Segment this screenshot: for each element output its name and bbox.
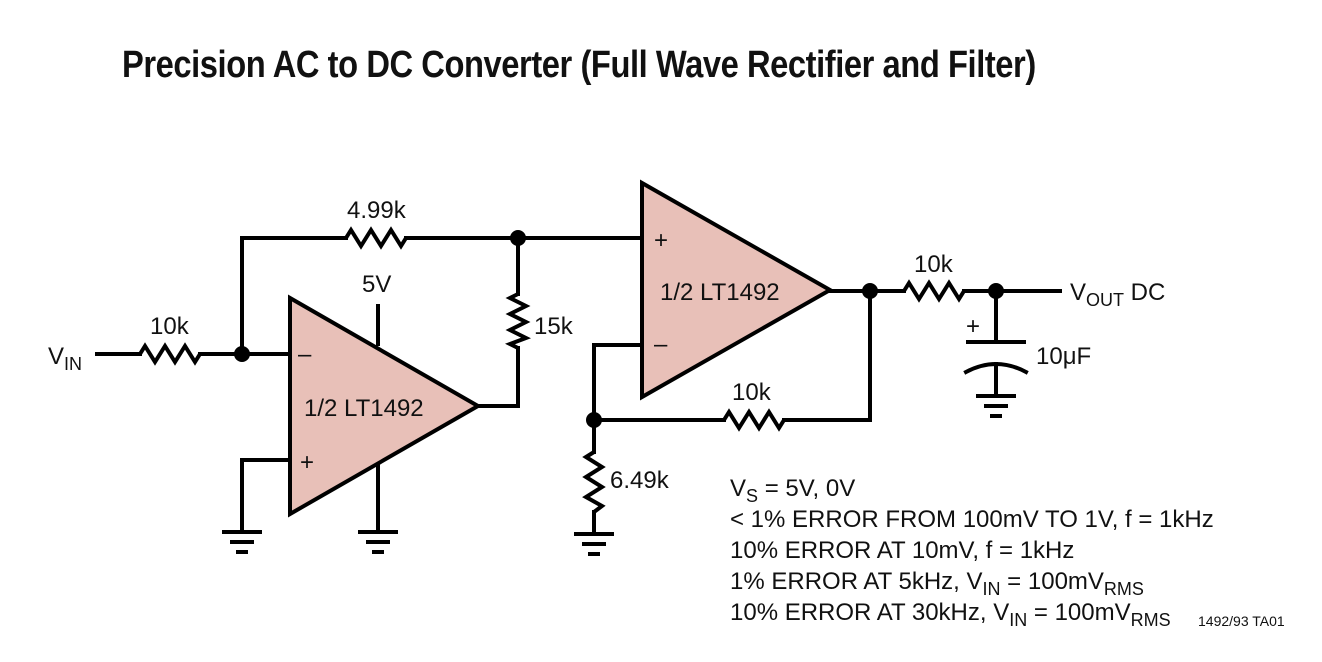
wire-r10k-fb-to-node-d (782, 289, 872, 422)
label-r-fb2: 10k (732, 379, 772, 406)
junction-node-c (586, 412, 602, 428)
label-amp1: 1/2 LT1492 (304, 395, 424, 422)
note-error-range: < 1% ERROR FROM 100mV TO 1V, f = 1kHz (730, 506, 1214, 533)
wire-amp2-minus (592, 343, 644, 422)
wires (95, 236, 1062, 534)
note-error-30khz: 10% ERROR AT 30kHz, VIN = 100mVRMS (730, 599, 1171, 630)
label-r-in: 10k (150, 313, 190, 340)
resistor-r-15k (505, 292, 531, 350)
junction-node-d (862, 283, 878, 299)
junction-node-a (234, 346, 250, 362)
ground-symbol-amp1 (358, 530, 398, 554)
opamp-1 (288, 294, 483, 518)
label-vout: VOUT DC (1070, 279, 1165, 310)
label-r-out: 10k (914, 251, 954, 278)
figure-tag: 1492/93 TA01 (1198, 613, 1285, 629)
opamp-2 (640, 179, 835, 401)
cap-plus-sign: + (966, 313, 980, 340)
ground-symbol-amp1-plus (222, 530, 262, 554)
resistor-r-out (902, 279, 966, 303)
note-error-10mv: 10% ERROR AT 10mV, f = 1kHz (730, 537, 1074, 564)
junction-node-b (510, 230, 526, 246)
resistor-r-649 (582, 450, 606, 514)
resistor-r-in (138, 342, 202, 366)
label-r-15k: 15k (534, 313, 574, 340)
ground-symbol-r649 (574, 532, 614, 556)
note-error-5khz: 1% ERROR AT 5kHz, VIN = 100mVRMS (730, 568, 1144, 599)
wire-r15k-to-amp1-out (478, 346, 520, 408)
label-supply: 5V (362, 271, 391, 298)
note-supply: VS = 5V, 0V (730, 475, 855, 506)
junction-node-e (988, 283, 1004, 299)
wire-node-a-up (240, 236, 348, 356)
amp2-plus-pin: + (654, 227, 668, 254)
capacitor (963, 340, 1029, 375)
amp1-minus-pin: – (298, 341, 312, 368)
resistor-r-feedback (344, 226, 408, 250)
amp1-plus-pin: + (300, 449, 314, 476)
resistors (138, 226, 966, 514)
label-amp2: 1/2 LT1492 (660, 279, 780, 306)
ground-symbol-cap (976, 394, 1016, 418)
label-vin: VIN (48, 343, 82, 374)
resistor-r-fb2 (722, 408, 786, 432)
diagram-title: Precision AC to DC Converter (Full Wave … (122, 44, 1036, 86)
label-cap: 10μF (1036, 343, 1091, 370)
label-r-feedback: 4.99k (347, 197, 407, 224)
label-r-649: 6.49k (610, 467, 670, 494)
amp2-minus-pin: – (654, 331, 668, 358)
wire-amp1-plus-ground (240, 458, 292, 532)
spec-notes: VS = 5V, 0V < 1% ERROR FROM 100mV TO 1V,… (730, 475, 1214, 630)
